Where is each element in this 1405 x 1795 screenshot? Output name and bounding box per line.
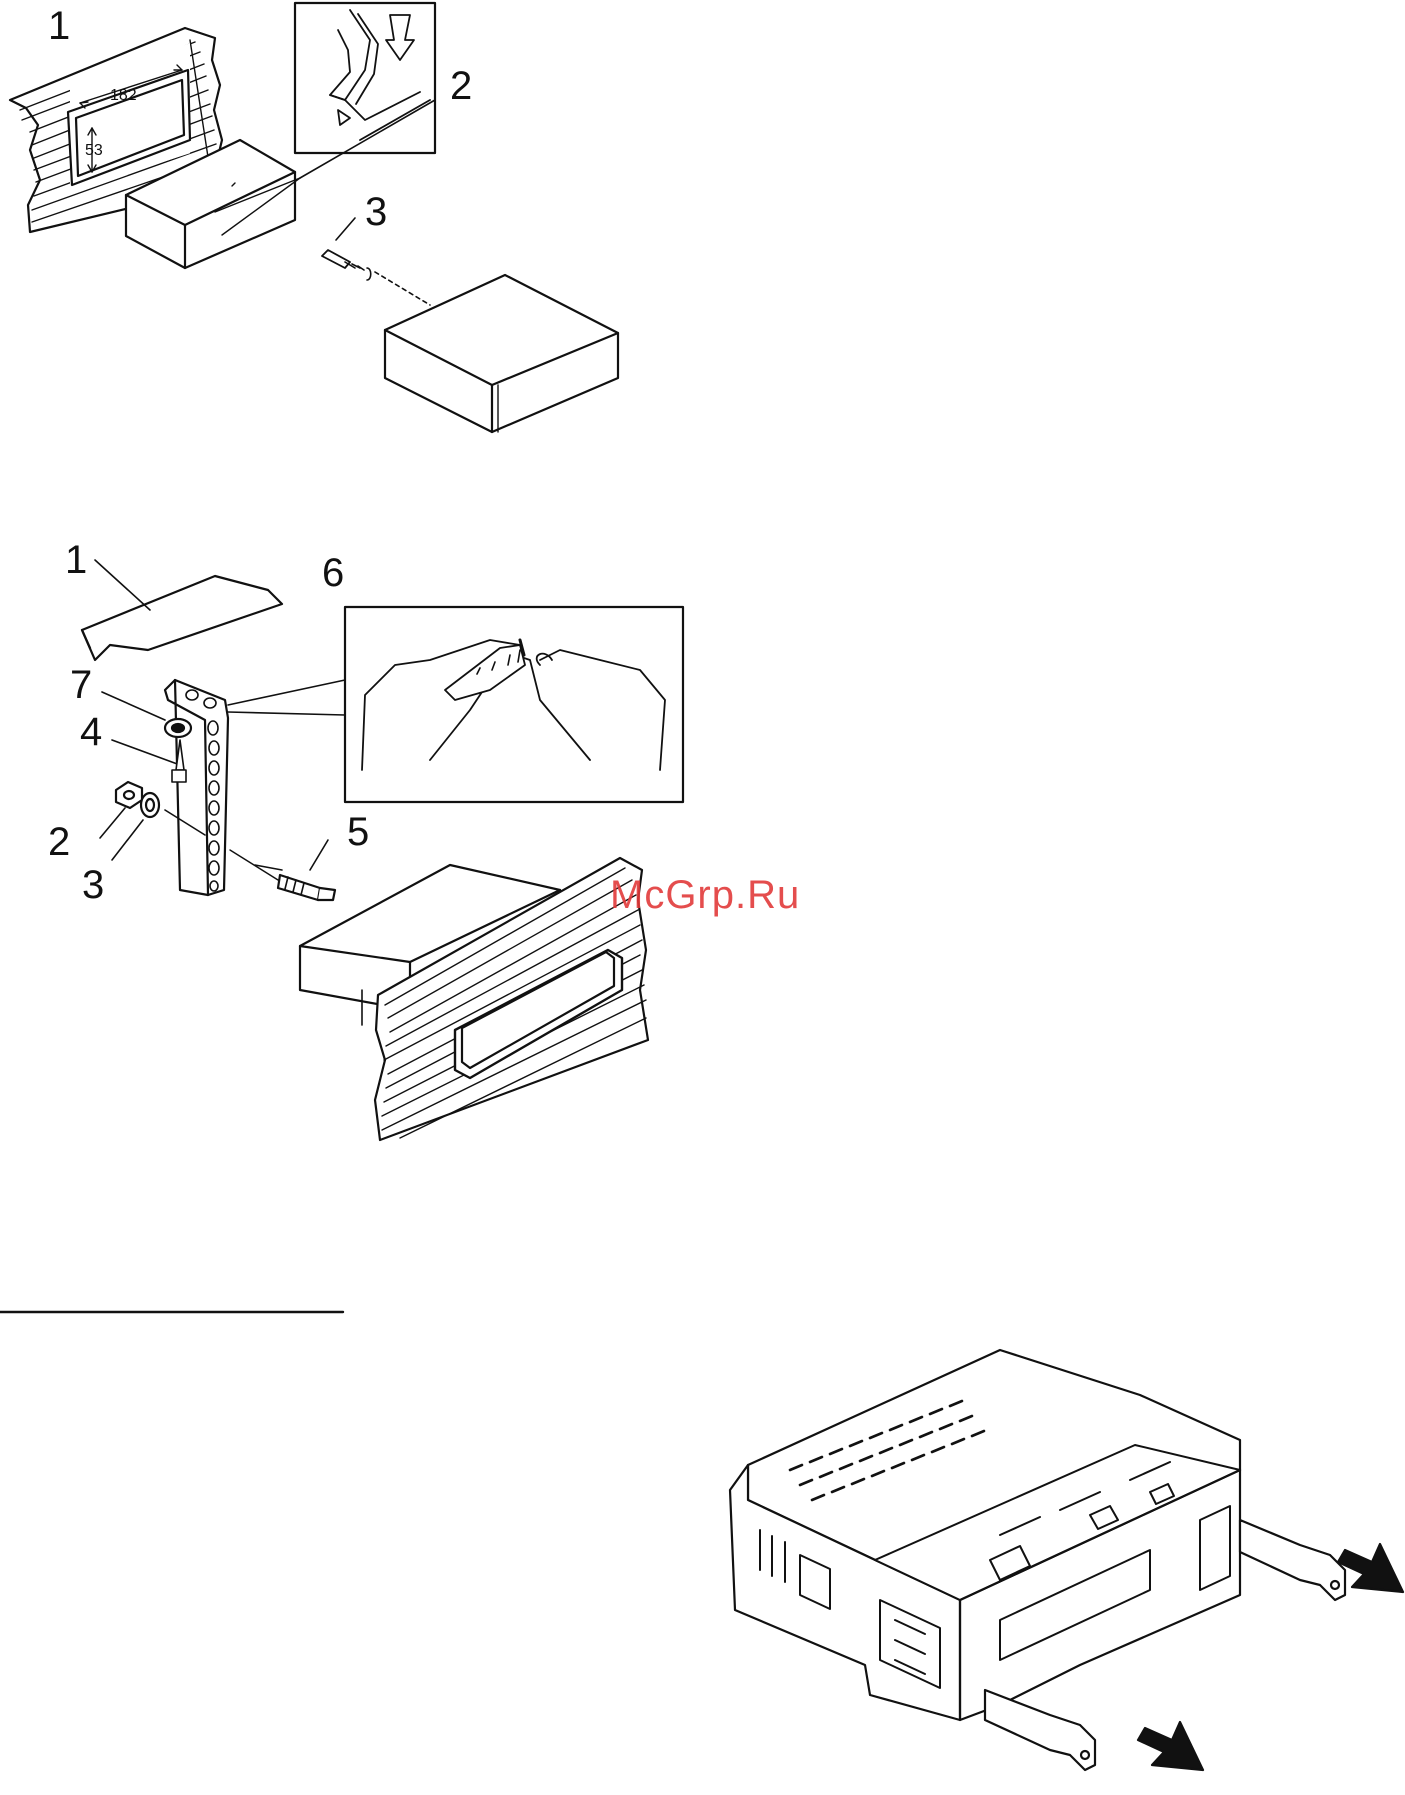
fig2-callout-1: 1 — [65, 540, 87, 580]
fig2-callout-7: 7 — [70, 665, 92, 705]
fig2-callout-3: 3 — [82, 865, 104, 905]
fig1-screw-and-unit — [322, 218, 618, 432]
fig2-perforated-strap — [165, 680, 228, 895]
fig1-width-dimension: 182 — [110, 88, 137, 104]
fig2-callout-6: 6 — [322, 553, 344, 593]
fig2-detail-box — [228, 607, 683, 802]
fig2-top-plate — [82, 530, 282, 660]
fig3-chassis — [730, 1350, 1345, 1770]
fig1-callout-1: 1 — [48, 6, 70, 46]
fig1-height-dimension: 53 — [85, 143, 103, 159]
fig1-callout-3: 3 — [365, 192, 387, 232]
right-down-arrow-icon — [1338, 1544, 1403, 1592]
fig1-callout-2: 2 — [450, 66, 472, 106]
fig1-detail-box — [295, 3, 435, 178]
right-down-arrow-icon — [1138, 1722, 1203, 1770]
fig2-callout-4: 4 — [80, 712, 102, 752]
watermark-text: McGrp.Ru — [610, 873, 800, 918]
fig2-callout-5: 5 — [347, 812, 369, 852]
fig2-callout-2: 2 — [48, 822, 70, 862]
